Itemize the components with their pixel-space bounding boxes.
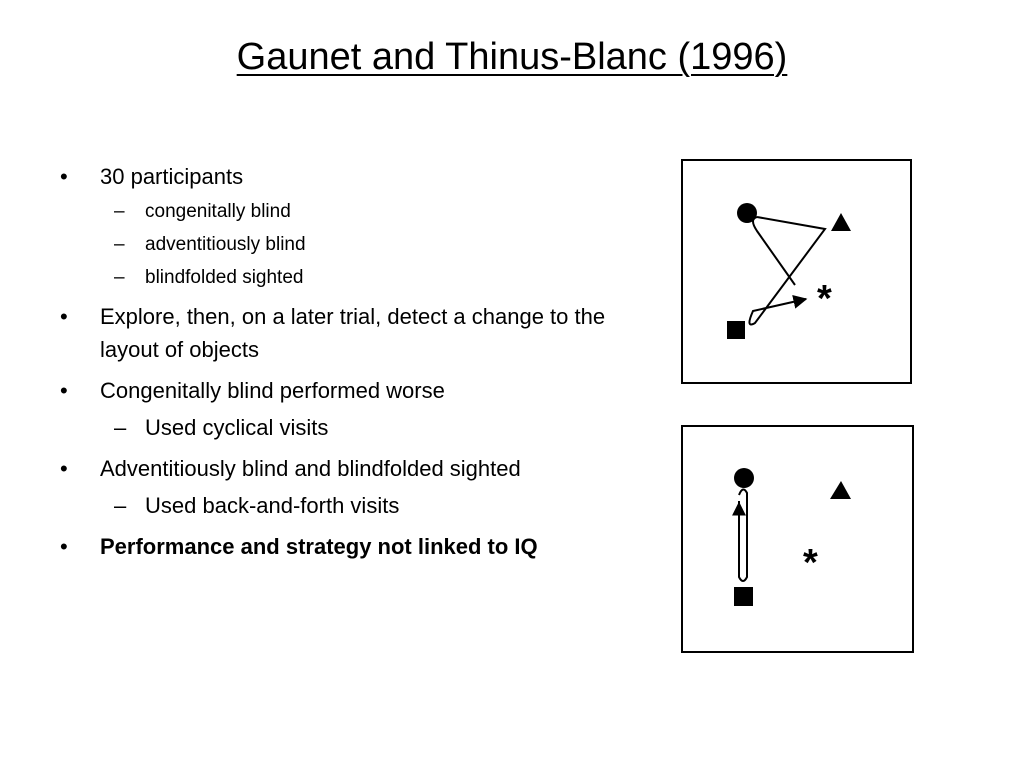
exploration-path: [752, 216, 796, 286]
exploration-path: [738, 488, 748, 582]
circle-object: [734, 468, 754, 488]
bullet-item: • Explore, then, on a later trial, detec…: [60, 300, 620, 366]
sub-bullet-text: adventitiously blind: [145, 234, 306, 255]
asterisk-object: *: [803, 542, 818, 584]
bullet-mark: •: [60, 164, 68, 189]
sub-bullet-text: Used cyclical visits: [145, 415, 329, 440]
bullet-mark: •: [60, 304, 68, 329]
sub-bullet-item: – congenitally blind: [60, 197, 620, 226]
circle-object: [737, 203, 757, 223]
sub-bullet-item: – Used back-and-forth visits: [60, 489, 620, 522]
sub-bullet-mark: –: [114, 493, 127, 518]
sub-bullet-text: blindfolded sighted: [145, 267, 304, 288]
bullet-item: • Congenitally blind performed worse: [60, 374, 620, 407]
square-object: [727, 321, 745, 339]
slide-title: Gaunet and Thinus-Blanc (1996): [236, 36, 788, 78]
bullet-mark: •: [60, 534, 68, 559]
bullet-item: • 30 participants: [60, 160, 620, 193]
sub-bullet-mark: –: [114, 267, 125, 288]
bullet-item: • Performance and strategy not linked to…: [60, 530, 620, 563]
back-and-forth-visits-figure: *: [681, 425, 914, 653]
triangle-object: [830, 481, 851, 499]
exploration-path: [748, 216, 827, 326]
bullet-mark: •: [60, 456, 68, 481]
bullet-mark: •: [60, 378, 68, 403]
cyclical-visits-figure: *: [681, 159, 912, 384]
bullet-text: 30 participants: [100, 164, 244, 189]
bullet-text: Congenitally blind performed worse: [100, 378, 445, 403]
bullet-list: • 30 participants – congenitally blind –…: [60, 160, 620, 563]
sub-bullet-mark: –: [114, 415, 127, 440]
bullet-item: • Adventitiously blind and blindfolded s…: [60, 452, 620, 485]
triangle-object: [831, 213, 851, 231]
sub-bullet-text: Used back-and-forth visits: [145, 493, 400, 518]
bullet-text: Performance and strategy not linked to I…: [100, 534, 538, 559]
bullet-text: Explore, then, on a later trial, detect …: [100, 304, 606, 362]
sub-bullet-mark: –: [114, 201, 125, 222]
sub-bullet-item: – blindfolded sighted: [60, 263, 620, 292]
sub-bullet-item: – Used cyclical visits: [60, 411, 620, 444]
square-object: [734, 587, 753, 606]
sub-bullet-text: congenitally blind: [145, 201, 291, 222]
bullet-text: Adventitiously blind and blindfolded sig…: [100, 456, 521, 481]
asterisk-object: *: [817, 278, 832, 320]
sub-bullet-mark: –: [114, 234, 125, 255]
sub-bullet-item: – adventitiously blind: [60, 230, 620, 259]
back-and-forth-visits-diagram: *: [732, 468, 851, 606]
cyclical-visits-diagram: *: [727, 203, 851, 339]
